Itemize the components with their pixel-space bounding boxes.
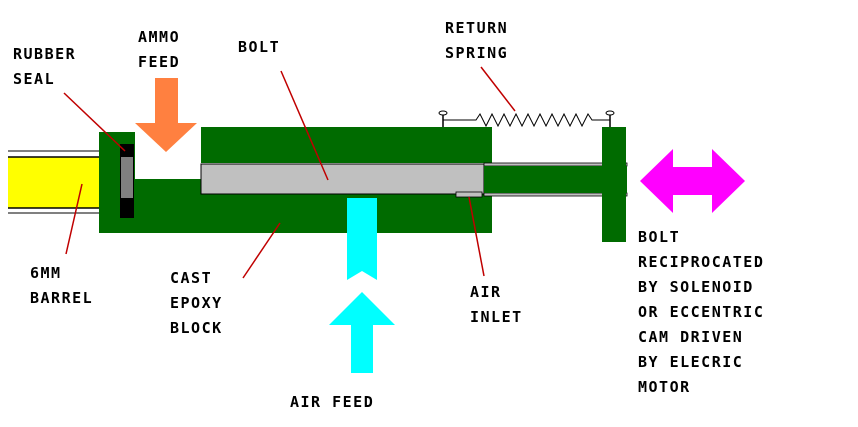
air-feed-label: AIR FEED [290,393,374,411]
return-spring [438,110,615,128]
barrel-label: 6MM BARREL [30,264,93,307]
leader-lines [63,66,516,279]
ammo-feed-label: AMMO FEED [138,28,191,71]
return-spring-label: RETURN SPRING [445,19,519,62]
bolt [200,162,628,197]
block-lower-body [99,198,492,233]
rubber-seal [120,144,134,218]
ammo-feed-arrow [135,78,197,152]
bolt-end-plate [602,127,626,242]
air-inlet-label: AIR INLET [470,283,523,326]
spring-coil [443,112,610,128]
air-feed-arrow [329,292,395,373]
air-feed-pipe [347,198,377,280]
block-bore-floor [201,193,492,200]
rubber-seal-label: RUBBER SEAL [13,45,87,88]
bolt-label: BOLT [238,38,280,56]
epoxy-block-leader [242,222,281,279]
bolt-reciprocated-label: BOLT RECIPROCATED BY SOLENOID OR ECCENTR… [638,228,775,396]
return-spring-leader [480,66,516,112]
barrel-leader [65,183,83,255]
bolt-motion-arrow [640,149,745,213]
seal-inner [121,157,133,198]
block-upper-body [201,127,492,163]
epoxy-block-label: CAST EPOXY BLOCK [170,269,233,337]
air-inlet-leader [468,196,485,277]
bolt-body [200,163,485,195]
rubber-seal-leader [63,92,126,152]
bolt-leader [280,70,329,181]
air-inlet-groove [455,191,483,198]
epoxy-block [99,127,492,233]
block-chamber-wall [133,179,203,198]
